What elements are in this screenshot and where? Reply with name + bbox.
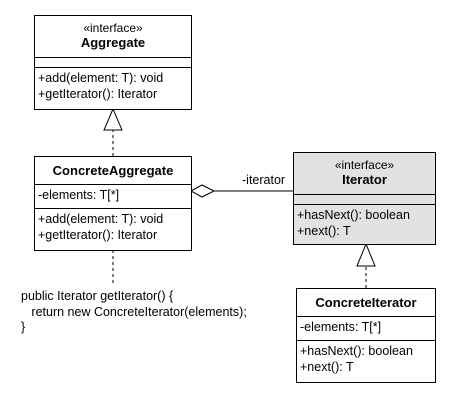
concrete-aggregate-header: ConcreteAggregate — [35, 157, 191, 185]
concrete-aggregate-class-box[interactable]: ConcreteAggregate -elements: T[*] +add(e… — [34, 156, 192, 251]
concrete-iterator-method: +hasNext(): boolean — [300, 344, 413, 358]
association-role-label: -iterator — [242, 173, 286, 187]
aggregate-methods: +add(element: T): void +getIterator(): I… — [35, 68, 191, 104]
concrete-iterator-methods: +hasNext(): boolean +next(): T — [297, 341, 435, 377]
iterator-methods: +hasNext(): boolean +next(): T — [294, 205, 435, 241]
iterator-realization-arrowhead — [356, 242, 376, 267]
iterator-name: Iterator — [342, 172, 387, 187]
concrete-aggregate-name: ConcreteAggregate — [52, 163, 174, 178]
concrete-aggregate-method: +add(element: T): void — [38, 212, 164, 226]
aggregate-realization-arrowhead — [103, 107, 123, 131]
aggregate-method: +getIterator(): Iterator — [38, 87, 158, 101]
concrete-aggregate-attributes: -elements: T[*] — [35, 185, 191, 209]
aggregate-stereotype: «interface» — [83, 21, 143, 35]
concrete-aggregate-methods: +add(element: T): void +getIterator(): I… — [35, 209, 191, 245]
aggregation-diamond — [189, 184, 216, 198]
iterator-header: «interface» Iterator — [294, 153, 435, 195]
iterator-method: +next(): T — [297, 224, 351, 238]
iterator-class-box[interactable]: «interface» Iterator +hasNext(): boolean… — [293, 152, 436, 245]
concrete-aggregate-attribute: -elements: T[*] — [38, 188, 120, 202]
concrete-iterator-class-box[interactable]: ConcreteIterator -elements: T[*] +hasNex… — [296, 288, 436, 383]
aggregate-name: Aggregate — [80, 35, 146, 50]
note-line: } — [21, 320, 26, 334]
concrete-iterator-attribute: -elements: T[*] — [300, 320, 382, 334]
aggregate-method: +add(element: T): void — [38, 71, 164, 85]
iterator-attributes — [294, 195, 435, 205]
concrete-iterator-header: ConcreteIterator — [297, 289, 435, 317]
concrete-aggregate-method: +getIterator(): Iterator — [38, 228, 158, 242]
aggregate-header: «interface» Aggregate — [35, 16, 191, 58]
aggregate-attributes — [35, 58, 191, 68]
iterator-stereotype: «interface» — [334, 158, 395, 172]
concrete-iterator-attributes: -elements: T[*] — [297, 317, 435, 341]
iterator-method: +hasNext(): boolean — [297, 208, 410, 222]
concrete-iterator-method: +next(): T — [300, 360, 354, 374]
code-note: public Iterator getIterator() { return n… — [21, 289, 247, 336]
concrete-iterator-name: ConcreteIterator — [315, 295, 417, 310]
note-line: public Iterator getIterator() { — [21, 289, 174, 303]
note-line: return new ConcreteIterator(elements); — [21, 304, 247, 319]
aggregate-class-box[interactable]: «interface» Aggregate +add(element: T): … — [34, 15, 192, 110]
